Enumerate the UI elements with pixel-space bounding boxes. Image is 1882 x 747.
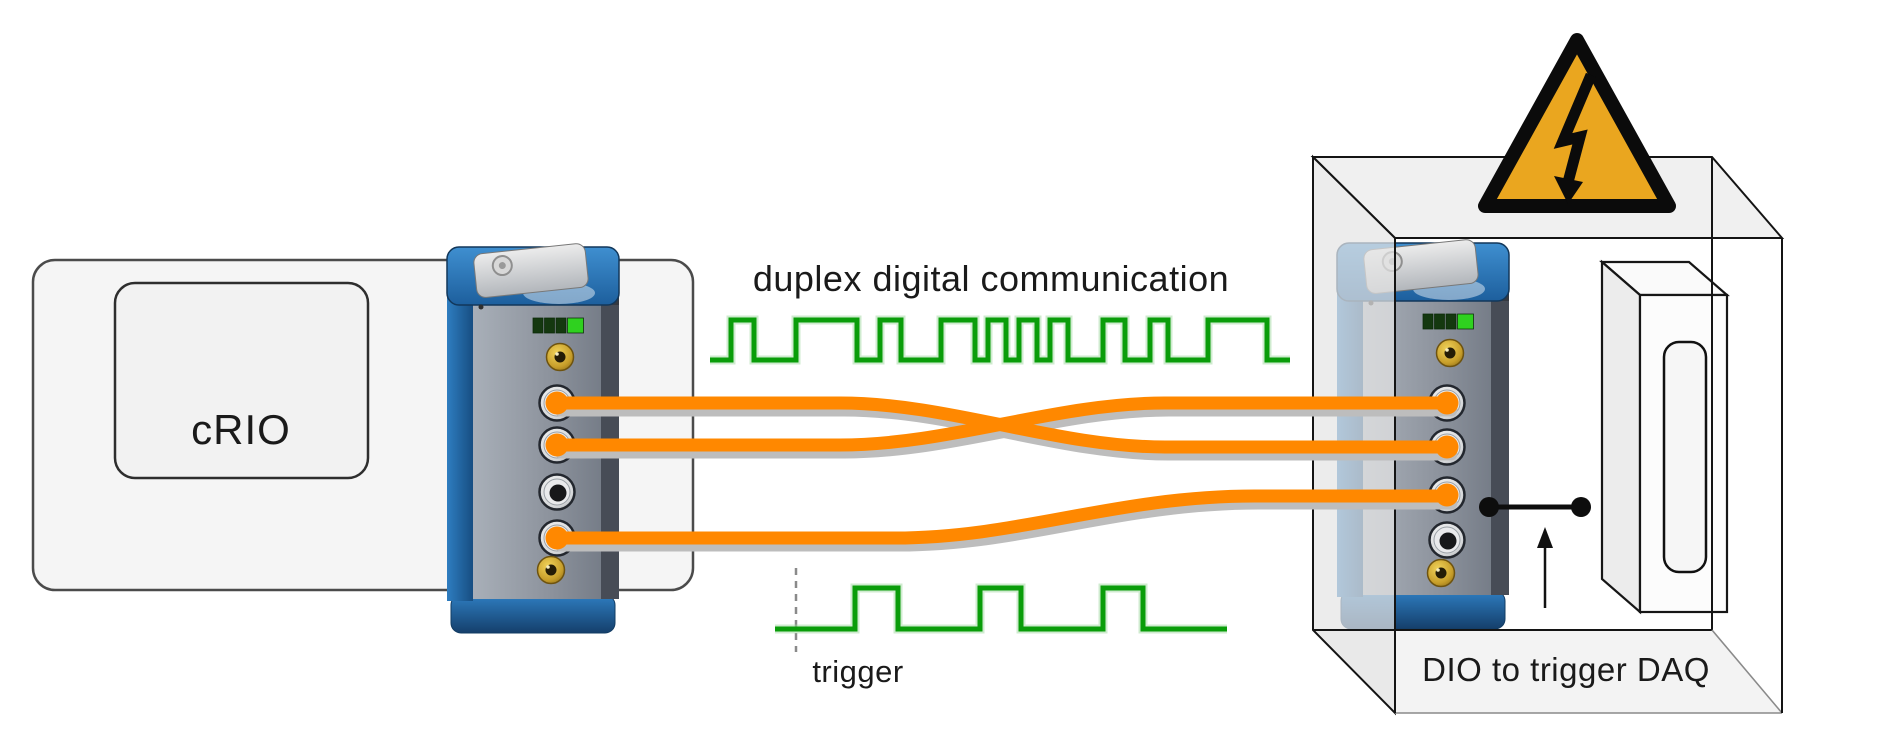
status-led-off [555, 317, 567, 334]
module-left-strip [447, 289, 473, 601]
sma-highlight [1445, 348, 1449, 352]
cable-layer [545, 391, 1459, 552]
cable-plug-dot [545, 526, 569, 550]
dsub-connector-block [1599, 259, 1730, 615]
left-module-layer [446, 243, 620, 634]
trigger-waveform-plot [775, 583, 1227, 634]
cable-plug-dot [1435, 483, 1459, 507]
dio-contact-terminal-left [1479, 497, 1499, 517]
sma-highlight [1436, 568, 1440, 572]
crio-controller-box [113, 281, 370, 480]
sma-highlight [546, 565, 550, 569]
trigger-signal: trigger [794, 568, 903, 689]
enclosure-bottom-face [1313, 630, 1782, 713]
module-latch [473, 243, 589, 298]
daq-enclosure: DIO to trigger DAQ [1313, 630, 1782, 713]
dsub-slot [1662, 340, 1708, 574]
module-bottom-cap [450, 594, 616, 634]
module-side-face [1487, 293, 1509, 595]
patch-cable [550, 489, 1454, 545]
signal-trace-halo [775, 583, 1227, 634]
enclosure-frame [1310, 154, 1785, 716]
duplex-caption: duplex digital communication [753, 258, 1229, 299]
signal-trace [775, 585, 1227, 632]
status-led-off [1445, 313, 1457, 330]
status-led-off [532, 317, 544, 334]
status-led-off [544, 317, 555, 334]
warning-triangle [1478, 33, 1676, 213]
status-led-off [1434, 313, 1445, 330]
sma-highlight [555, 352, 559, 356]
patch-cable-shadow [554, 496, 1458, 552]
trigger-caption: trigger [812, 654, 903, 689]
cable-plug-dot [1435, 435, 1459, 459]
smb-empty-socket [549, 484, 567, 502]
patch-cable [550, 396, 1454, 452]
status-led-lit [1457, 313, 1474, 330]
crio-label: cRIO [191, 406, 291, 453]
module-latch-screw-center [498, 262, 506, 270]
dio-contact [1479, 497, 1591, 608]
duplex-waveform-plot [710, 315, 1290, 365]
high-voltage-warning-icon [1478, 33, 1676, 213]
cable-plug-dot [1435, 391, 1459, 415]
dio-contact-terminal-right [1571, 497, 1591, 517]
lightning-bolt-arrowhead [1554, 176, 1583, 204]
enclosure-bottom-right-edge [1711, 629, 1783, 714]
left-module [446, 243, 620, 634]
cable-plug-dot [545, 391, 569, 415]
signal-trace [710, 317, 1290, 363]
smb-empty-socket [1439, 532, 1457, 550]
status-led-lit [567, 317, 584, 334]
connector-block-left-face [1600, 259, 1642, 615]
cable-plug-dot [545, 433, 569, 457]
annotation-arrow-head [1537, 527, 1553, 548]
module-screw-dot [478, 304, 484, 310]
dio-caption: DIO to trigger DAQ [1422, 651, 1710, 688]
status-led-off [1422, 313, 1434, 330]
lightning-bolt-icon [1553, 72, 1597, 188]
